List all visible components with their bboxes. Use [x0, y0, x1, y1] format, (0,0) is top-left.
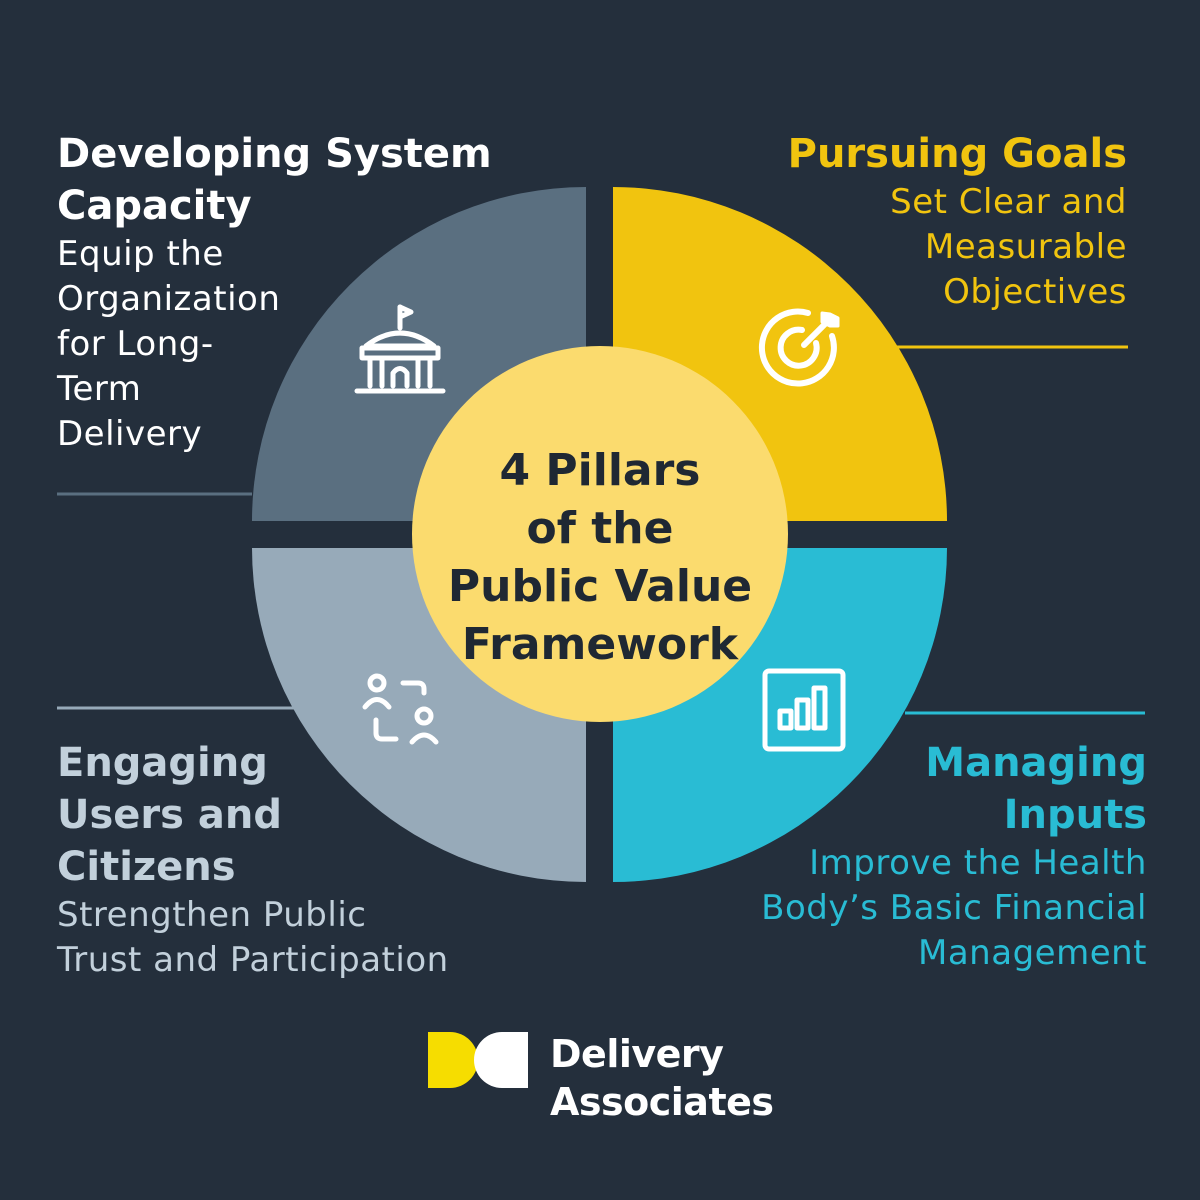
pillar-title: Pursuing Goals: [787, 131, 1127, 177]
bar-chart-icon: [762, 668, 846, 752]
pillar-title: Managing Inputs: [925, 740, 1147, 838]
target-icon: [758, 308, 840, 387]
pillar-subtitle: Equip the Organization for Long- Term De…: [57, 234, 281, 454]
pillar-top-right: Pursuing Goals Set Clear and Measurable …: [788, 128, 1127, 315]
pillar-title: Engaging Users and Citizens: [57, 740, 282, 890]
pillar-subtitle: Set Clear and Measurable Objectives: [890, 182, 1127, 312]
pillar-bottom-left: Engaging Users and Citizens Strengthen P…: [57, 737, 449, 983]
logo-mark: [428, 1032, 528, 1088]
center-circle: [412, 346, 788, 722]
pillar-title: Developing System Capacity: [57, 131, 492, 229]
pillar-bottom-right: Managing Inputs Improve the Health Body’…: [761, 737, 1147, 976]
pillar-subtitle: Strengthen Public Trust and Participatio…: [57, 895, 449, 980]
building-icon: [354, 304, 446, 394]
users-icon: [362, 673, 439, 745]
center-title: 4 Pillars of the Public Value Framework: [447, 445, 753, 670]
pillar-top-left: Developing System Capacity Equip the Org…: [57, 128, 492, 457]
pillar-subtitle: Improve the Health Body’s Basic Financia…: [761, 843, 1147, 973]
logo-text: Delivery Associates: [550, 1032, 774, 1124]
